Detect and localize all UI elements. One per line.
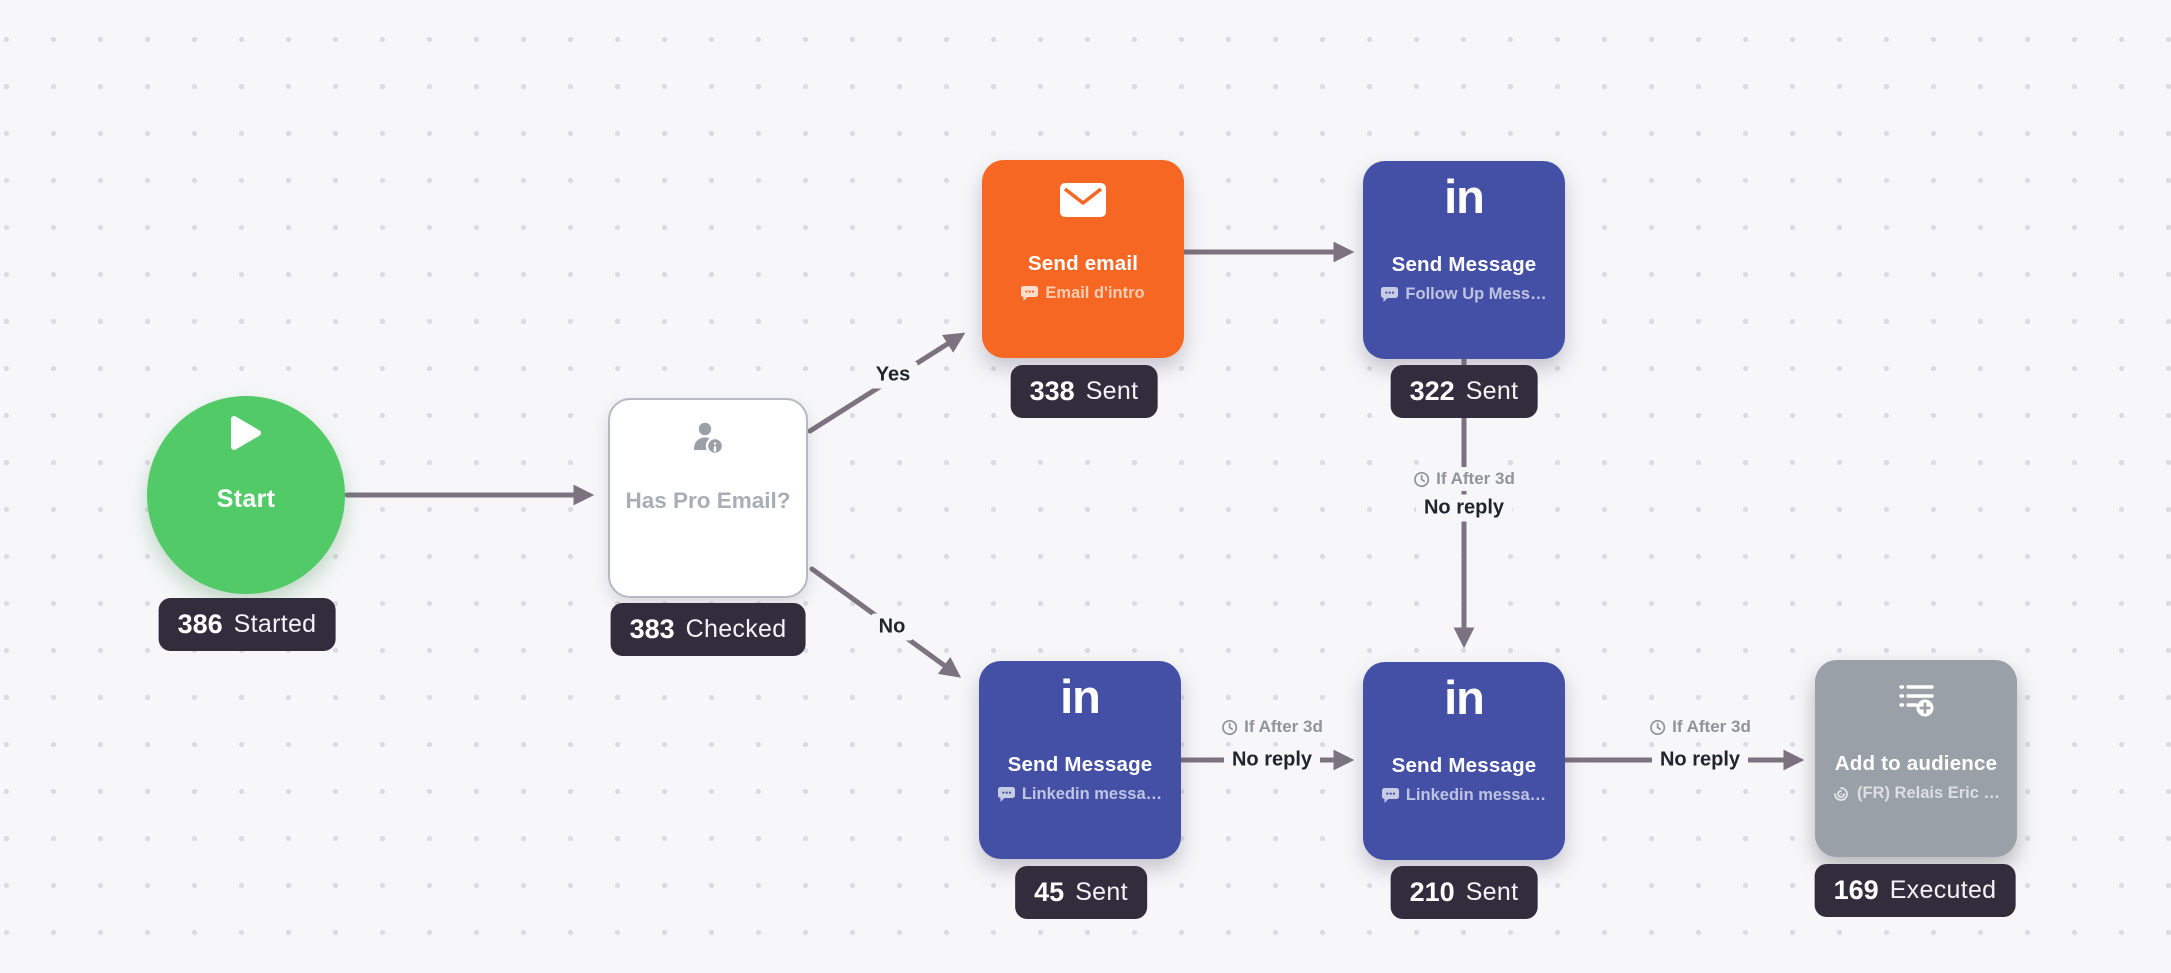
edge-label-delay-text: If After 3d (1244, 717, 1323, 736)
chat-bubble-icon (997, 787, 1015, 802)
edge-label-no: No (870, 613, 914, 641)
node-subtitle: Follow Up Mess… (1363, 285, 1565, 304)
play-icon (231, 416, 261, 450)
stat-badge-email-sent: 338 Sent (1010, 365, 1158, 418)
edge-label-delay: If After 3d (1407, 467, 1521, 491)
node-title: Start (216, 485, 276, 513)
stat-label: Executed (1889, 876, 1997, 904)
stat-badge-started: 386 Started (158, 598, 336, 651)
node-title: Send Message (1007, 753, 1153, 776)
stat-count: 322 (1409, 376, 1455, 406)
node-subtitle-text: Email d'intro (1045, 284, 1145, 302)
stat-count: 383 (629, 614, 675, 644)
node-send-message-followup[interactable]: in Send Message Follow Up Mess… (1363, 161, 1565, 359)
node-subtitle-text: Linkedin messa… (1021, 785, 1163, 803)
list-add-icon (1815, 678, 2017, 722)
spiral-icon (1834, 786, 1848, 801)
linkedin-icon: in (1444, 170, 1485, 223)
edge-label-no-reply: No reply (1415, 494, 1513, 522)
node-title: Send Message (1391, 253, 1537, 276)
node-title: Add to audience (1834, 752, 1998, 775)
node-subtitle-text: (FR) Relais Eric … (1856, 784, 2001, 802)
stat-label: Sent (1465, 878, 1519, 906)
edge-label-no-reply: No reply (1651, 746, 1749, 774)
node-subtitle-text: Follow Up Mess… (1405, 285, 1547, 303)
clock-icon (1414, 471, 1430, 487)
edge-label-yes: Yes (867, 361, 919, 389)
clock-icon (1650, 719, 1666, 735)
stat-count: 45 (1034, 877, 1065, 907)
stat-count: 210 (1409, 877, 1455, 907)
stat-badge-followup-sent: 322 Sent (1390, 365, 1538, 418)
stat-badge-checked: 383 Checked (610, 603, 806, 656)
chat-bubble-icon (1381, 287, 1399, 302)
stat-count: 169 (1833, 875, 1879, 905)
stat-label: Started (233, 610, 317, 638)
node-subtitle: (FR) Relais Eric … (1815, 784, 2017, 803)
node-start[interactable]: Start (147, 396, 345, 594)
edge-label-delay-text: If After 3d (1436, 469, 1515, 488)
node-send-email[interactable]: Send email Email d'intro (982, 160, 1184, 358)
linkedin-icon: in (1444, 671, 1485, 724)
stat-label: Checked (685, 615, 787, 643)
node-send-message-linkedin-2[interactable]: in Send Message Linkedin messa… (1363, 662, 1565, 860)
node-title: Send Message (1391, 754, 1537, 777)
node-title: Has Pro Email? (625, 488, 791, 513)
edge-label-delay: If After 3d (1215, 715, 1329, 739)
node-add-to-audience[interactable]: Add to audience (FR) Relais Eric … (1815, 660, 2017, 857)
edge-label-delay: If After 3d (1643, 715, 1757, 739)
node-send-message-linkedin-1[interactable]: in Send Message Linkedin messa… (979, 661, 1181, 859)
node-title: Send email (1027, 252, 1139, 275)
stat-label: Sent (1075, 878, 1128, 906)
linkedin-icon: in (1060, 670, 1101, 723)
edge-label-delay-text: If After 3d (1672, 717, 1751, 736)
node-subtitle: Email d'intro (982, 284, 1184, 303)
stat-count: 338 (1029, 376, 1075, 406)
stat-count: 386 (177, 609, 223, 639)
stat-label: Sent (1085, 377, 1139, 405)
stat-badge-linkedin2-sent: 210 Sent (1390, 866, 1538, 919)
stat-label: Sent (1465, 377, 1519, 405)
node-subtitle: Linkedin messa… (979, 785, 1181, 804)
stat-badge-executed: 169 Executed (1814, 864, 2016, 917)
node-subtitle-text: Linkedin messa… (1405, 786, 1547, 804)
clock-icon (1222, 719, 1238, 735)
node-has-pro-email[interactable]: Has Pro Email? (608, 398, 808, 598)
envelope-icon (982, 178, 1184, 222)
stat-badge-linkedin1-sent: 45 Sent (1015, 866, 1147, 919)
chat-bubble-icon (1021, 286, 1039, 301)
node-subtitle: Linkedin messa… (1363, 786, 1565, 805)
person-info-icon (610, 418, 806, 462)
chat-bubble-icon (1381, 788, 1399, 803)
edge-label-no-reply: No reply (1223, 746, 1321, 774)
